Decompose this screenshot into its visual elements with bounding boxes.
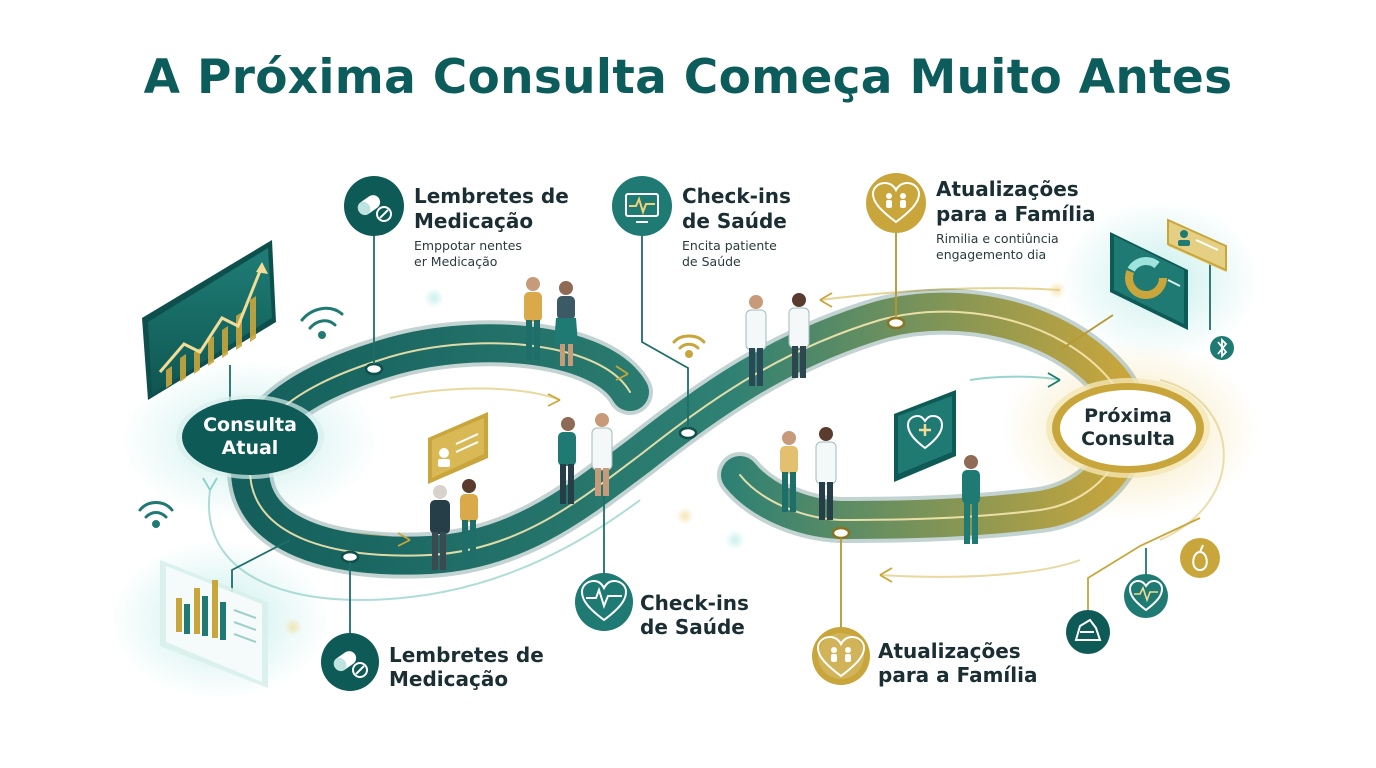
pill-icon-bottom — [321, 633, 379, 691]
health-icons-cluster — [1066, 517, 1220, 654]
label-title-line1: Lembretes de — [389, 643, 544, 667]
wifi-icon-3 — [672, 334, 706, 358]
label-title-line1: Atualizações — [936, 177, 1079, 201]
family-heart-icon — [866, 173, 926, 233]
medical-message-card — [894, 390, 956, 482]
waypoint-bottom-right — [831, 526, 851, 540]
page-title: A Próxima Consulta Começa Muito Antes — [143, 50, 1233, 105]
waypoint-top-right — [886, 316, 906, 330]
end-node-line1: Próxima — [1084, 405, 1172, 427]
person-figure — [558, 417, 576, 504]
label-subtitle-line2: de Saúde — [682, 254, 741, 269]
label-title-line2: Medicação — [414, 209, 534, 233]
label-title-line2: Medicação — [389, 667, 509, 691]
person-figure — [554, 281, 578, 366]
label-title-line2: para a Família — [936, 202, 1096, 226]
people-figures — [430, 277, 980, 570]
waypoint-bottom-left — [340, 550, 360, 564]
bottom-label-checkins: Check-ins de Saúde — [640, 591, 749, 639]
person-figure — [788, 293, 810, 378]
donut-chart-screen — [1110, 232, 1188, 330]
label-title-line2: de Saúde — [682, 209, 787, 233]
bluetooth-icon — [1210, 336, 1234, 360]
label-subtitle-line1: Emppotar nentes — [414, 238, 522, 253]
person-figure — [780, 431, 798, 512]
label-subtitle-line1: Rimilia e contiûncia — [936, 231, 1059, 246]
profile-message-card — [428, 412, 488, 484]
bottom-label-family: Atualizações para a Família — [878, 639, 1037, 687]
waypoint-top-left — [364, 362, 384, 376]
label-title-line1: Check-ins — [682, 184, 791, 208]
end-node-label: Próxima Consulta — [1060, 405, 1196, 451]
label-title-line2: de Saúde — [640, 615, 745, 639]
person-figure — [524, 277, 542, 360]
end-node-line2: Consulta — [1081, 428, 1175, 450]
start-node-line2: Atual — [221, 437, 279, 459]
label-subtitle-line2: engagemento dia — [936, 247, 1047, 262]
end-node — [1046, 378, 1210, 478]
family-heart-icon-bottom — [812, 627, 870, 685]
wifi-icon — [300, 306, 344, 339]
person-figure — [815, 427, 837, 520]
label-title-line1: Atualizações — [878, 639, 1021, 663]
journey-road — [226, 288, 1149, 579]
label-title-line1: Lembretes de — [414, 184, 569, 208]
start-node-line1: Consulta — [203, 414, 297, 436]
label-title-line2: para a Família — [878, 663, 1038, 687]
person-figure — [460, 479, 478, 560]
wifi-icon-2 — [138, 501, 174, 528]
person-figure — [745, 295, 767, 386]
pill-icon — [344, 176, 404, 236]
heartbeat-icon — [575, 573, 633, 631]
person-figure — [430, 485, 450, 570]
start-node — [176, 395, 324, 479]
person-figure — [591, 413, 613, 496]
top-label-family: Atualizações para a Família Rimilia e co… — [936, 177, 1095, 263]
top-label-checkins: Check-ins de Saúde Encita patiente de Sa… — [682, 184, 791, 270]
start-node-label: Consulta Atual — [182, 414, 318, 460]
trend-chart-screen — [142, 240, 276, 400]
top-label-medication: Lembretes de Medicação Emppotar nentes e… — [414, 184, 569, 270]
bar-chart-screen — [160, 560, 268, 688]
waypoint-center — [678, 426, 698, 440]
monitor-heartbeat-icon — [612, 176, 672, 236]
person-figure — [962, 455, 980, 544]
label-title-line1: Check-ins — [640, 591, 749, 615]
bottom-label-medication: Lembretes de Medicação — [389, 643, 544, 691]
direction-arrows — [202, 292, 1061, 583]
label-subtitle-line2: er Medicação — [414, 254, 498, 269]
label-subtitle-line1: Encita patiente — [682, 238, 777, 253]
profile-card-top-right — [1167, 218, 1227, 272]
